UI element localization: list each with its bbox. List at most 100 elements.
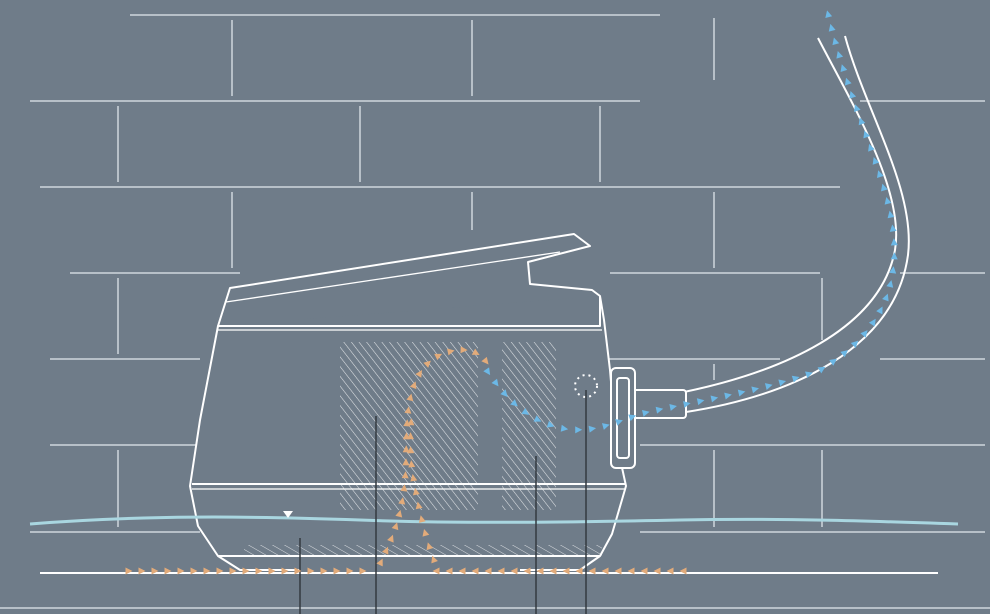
intake-arrow [434, 353, 443, 361]
intake-arrow [229, 567, 237, 575]
exhaust-arrow [778, 379, 787, 387]
exhaust-arrow [836, 50, 844, 59]
intake-flow [125, 346, 687, 575]
exhaust-arrow [889, 224, 897, 232]
exhaust-arrow [825, 10, 833, 18]
intake-arrow [431, 555, 438, 564]
intake-arrow [346, 567, 354, 575]
intake-arrow [601, 567, 609, 575]
exhaust-arrow [588, 425, 597, 433]
exhaust-arrow [890, 238, 898, 246]
intake-arrow [409, 381, 417, 390]
exhaust-arrow [683, 401, 691, 408]
intake-arrow [426, 542, 434, 551]
exhaust-arrow [546, 420, 555, 428]
exhaust-arrow [510, 399, 518, 407]
exhaust-arrow [669, 403, 677, 411]
intake-arrow [125, 567, 133, 575]
intake-arrow [359, 567, 367, 575]
exhaust-arrow [890, 252, 898, 260]
exhaust-arrow [889, 266, 897, 274]
intake-arrow [418, 515, 426, 523]
intake-arrow [294, 567, 302, 575]
intake-arrow [481, 356, 489, 365]
exhaust-arrow [628, 414, 637, 422]
intake-arrow [242, 567, 250, 575]
motor-element [502, 342, 556, 510]
water-level-marker-icon [283, 511, 293, 518]
exhaust-arrow [491, 378, 499, 387]
exhaust-arrow [483, 367, 491, 376]
intake-arrow [679, 567, 687, 575]
exhaust-arrow [737, 389, 746, 397]
exhaust-arrow [710, 395, 719, 403]
exhaust-arrow [560, 424, 569, 432]
exhaust-arrow [840, 350, 848, 358]
exhaust-arrow [696, 398, 705, 406]
intake-arrow [268, 567, 276, 575]
intake-arrow [151, 567, 159, 575]
intake-arrow [401, 471, 409, 479]
exhaust-flow [483, 10, 898, 434]
intake-arrow [666, 567, 674, 575]
callout-leaders [299, 390, 587, 614]
intake-arrow [447, 348, 455, 356]
intake-arrow [575, 567, 583, 575]
intake-arrow [510, 567, 518, 575]
exhaust-arrow [817, 366, 826, 374]
intake-grate [244, 545, 602, 557]
exhaust-arrow [868, 318, 876, 327]
intake-arrow [387, 534, 394, 543]
exhaust-arrow [500, 389, 508, 397]
intake-arrow [653, 567, 661, 575]
intake-arrow [445, 567, 453, 575]
exhaust-arrow [655, 406, 664, 414]
intake-arrow [497, 567, 505, 575]
intake-arrow [391, 522, 399, 531]
intake-arrow [627, 567, 635, 575]
exhaust-arrow [884, 197, 892, 205]
intake-arrow [381, 546, 389, 555]
intake-arrow [164, 567, 172, 575]
intake-arrow [376, 558, 383, 567]
intake-arrow [216, 567, 224, 575]
exhaust-hose [619, 35, 910, 419]
exhaust-arrow [849, 91, 857, 99]
exhaust-arrow [850, 340, 859, 349]
exhaust-arrow [882, 293, 889, 302]
intake-arrow [177, 567, 185, 575]
intake-arrow [423, 360, 431, 368]
intake-arrow [549, 567, 557, 575]
exhaust-arrow [863, 130, 871, 139]
exhaust-arrow [868, 143, 875, 152]
exhaust-arrow [751, 386, 759, 394]
intake-arrow [407, 418, 415, 426]
intake-arrow [398, 497, 406, 505]
exhaust-arrow [844, 77, 852, 86]
exhaust-arrow [858, 117, 866, 126]
intake-arrow [402, 458, 410, 466]
intake-arrow [203, 567, 211, 575]
exhaust-arrow [615, 419, 623, 426]
intake-arrow [400, 484, 408, 492]
exhaust-arrow [764, 383, 773, 390]
exhaust-arrow [876, 306, 883, 315]
intake-arrow [395, 509, 403, 518]
exhaust-arrow [860, 330, 868, 338]
intake-arrow [410, 474, 418, 482]
intake-arrow [614, 567, 622, 575]
intake-arrow [588, 567, 596, 575]
exhaust-arrow [853, 104, 861, 112]
intake-arrow [415, 501, 423, 510]
exhaust-arrow [840, 64, 848, 73]
intake-arrow [404, 406, 412, 414]
intake-arrow [640, 567, 648, 575]
exhaust-arrow [533, 415, 542, 422]
exhaust-arrow [829, 358, 837, 366]
intake-arrow [460, 346, 468, 354]
exhaust-arrow [872, 157, 880, 165]
intake-arrow [406, 393, 414, 402]
exhaust-arrow [876, 170, 884, 179]
